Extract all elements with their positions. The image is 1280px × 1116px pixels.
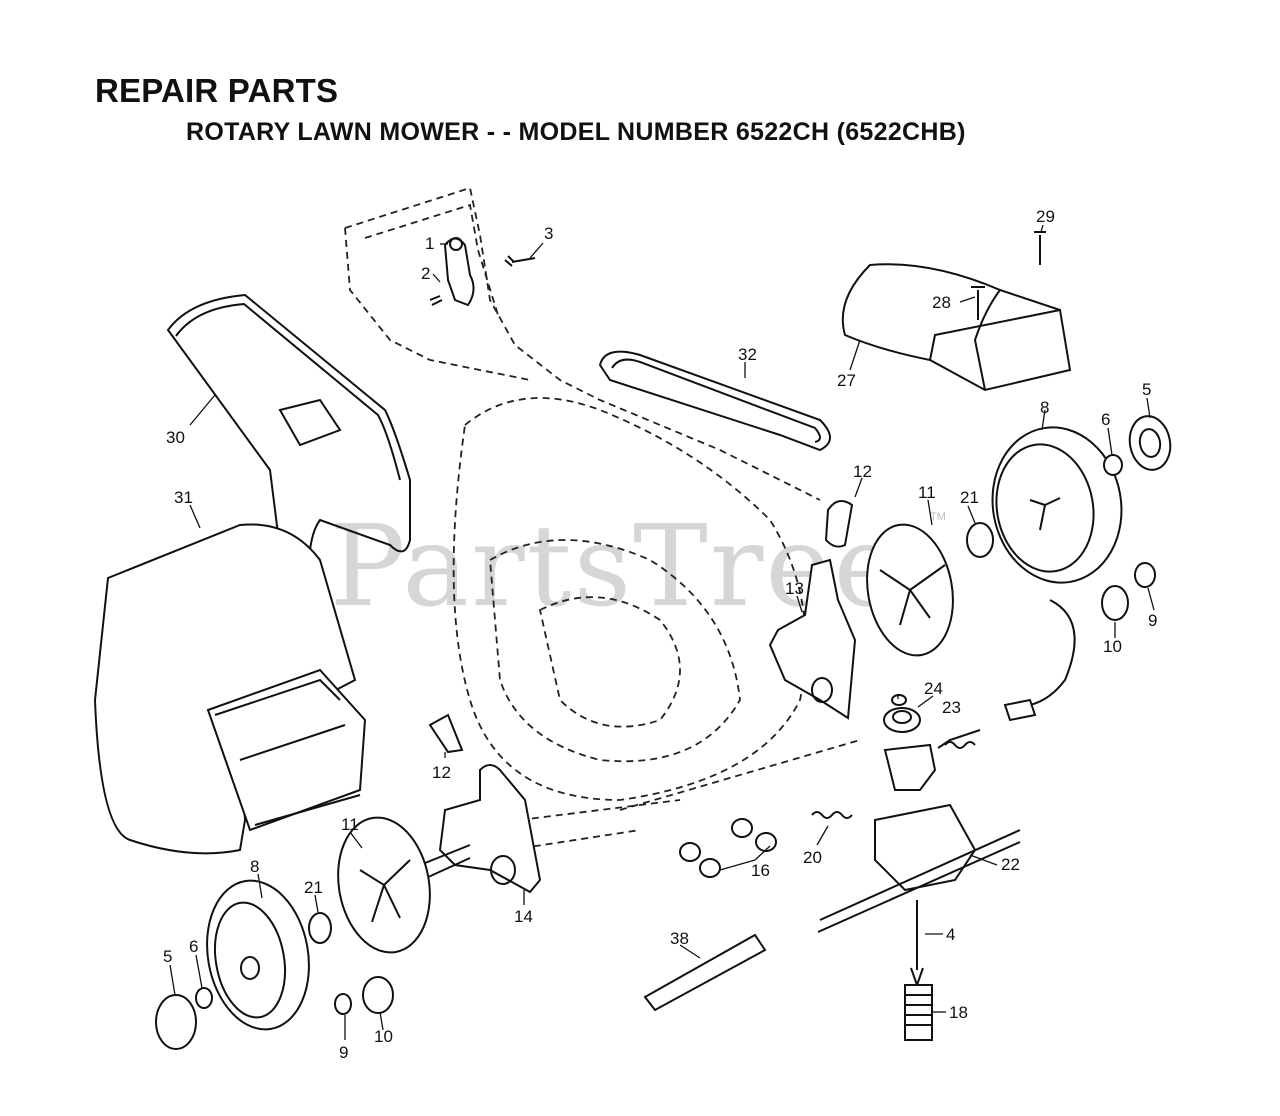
callout-6-right: 6 <box>1101 410 1110 429</box>
height-adjuster-left <box>419 713 542 894</box>
callout-24: 24 <box>924 679 943 698</box>
callout-10-right: 10 <box>1103 637 1122 656</box>
callout-21-bottom: 21 <box>304 878 323 897</box>
wheel-right <box>991 426 1123 584</box>
callout-3: 3 <box>544 224 553 243</box>
callout-20: 20 <box>803 848 822 867</box>
callout-11-bottom: 11 <box>341 815 359 834</box>
callout-9-right: 9 <box>1148 611 1157 630</box>
callout-28: 28 <box>932 293 951 312</box>
hex-nuts <box>679 818 777 878</box>
callout-32: 32 <box>738 345 757 364</box>
callout-27: 27 <box>837 371 856 390</box>
callout-13: 13 <box>785 579 804 598</box>
grass-bag <box>93 523 367 855</box>
callout-21-top: 21 <box>960 488 979 507</box>
callout-10-left: 10 <box>374 1027 393 1046</box>
wheel-left <box>206 879 310 1031</box>
hubcap-left <box>155 987 213 1050</box>
callout-18: 18 <box>949 1003 968 1022</box>
callout-2: 2 <box>421 264 430 283</box>
pinion-right <box>1101 562 1156 621</box>
callout-16: 16 <box>751 861 770 880</box>
pinion-left <box>334 976 394 1015</box>
callout-11-top: 11 <box>918 483 936 502</box>
mower-deck-dashed <box>452 397 861 851</box>
handle-outline-dashed <box>344 186 821 501</box>
height-adjuster-right <box>768 500 857 720</box>
callout-4: 4 <box>946 925 955 944</box>
axle <box>643 933 767 1012</box>
callout-8-left: 8 <box>250 857 259 876</box>
rear-baffle <box>841 263 1072 392</box>
callout-6-left: 6 <box>189 937 198 956</box>
callout-labels: 1 2 3 29 28 27 32 30 31 8 6 5 12 11 21 1… <box>163 207 1157 1062</box>
callout-12-left: 12 <box>432 763 451 782</box>
shaft-and-bushing <box>904 900 933 1041</box>
callout-1: 1 <box>425 234 434 253</box>
callout-38: 38 <box>670 929 689 948</box>
callout-31: 31 <box>174 488 193 507</box>
model-subtitle: ROTARY LAWN MOWER - - MODEL NUMBER 6522C… <box>186 118 966 146</box>
drive-cup-right <box>866 522 994 657</box>
callout-29: 29 <box>1036 207 1055 226</box>
drive-cup-left <box>308 816 431 954</box>
transmission-assembly <box>811 599 1076 933</box>
screws <box>971 231 1046 320</box>
drive-belt <box>598 350 831 452</box>
callout-8-right: 8 <box>1040 398 1049 417</box>
callout-22: 22 <box>1001 855 1020 874</box>
page-title: REPAIR PARTS <box>95 72 339 109</box>
callout-30: 30 <box>166 428 185 447</box>
callout-5-left: 5 <box>163 947 172 966</box>
callout-9-left: 9 <box>339 1043 348 1062</box>
callout-23: 23 <box>942 698 961 717</box>
blade-control-lever <box>429 237 536 307</box>
hubcap-right <box>1103 415 1172 476</box>
callout-5-right: 5 <box>1142 380 1151 399</box>
callout-14: 14 <box>514 907 533 926</box>
watermark-tm: TM <box>930 511 946 523</box>
callout-12-top: 12 <box>853 462 872 481</box>
leader-lines <box>169 224 1155 1040</box>
